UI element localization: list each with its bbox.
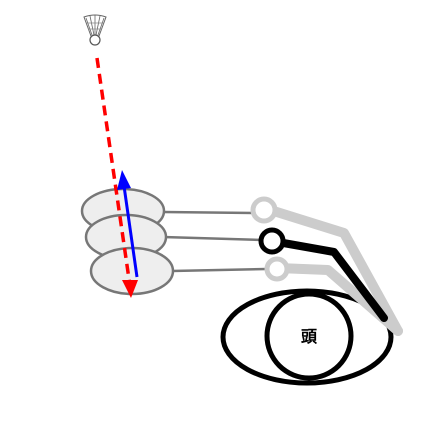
head-label: 頭 — [301, 327, 318, 346]
racket-handle-middle — [162, 235, 264, 242]
body-outline — [220, 288, 394, 386]
head-circle — [264, 291, 354, 381]
racket-handle-bottom — [171, 267, 267, 273]
racket-motion-arrow — [122, 185, 139, 278]
active-arm — [268, 237, 388, 322]
racket-handle-top — [162, 210, 255, 215]
racket-motion-arrowhead — [117, 170, 131, 190]
trajectory-dashed-arrow — [95, 57, 132, 287]
shuttlecock-icon — [83, 14, 107, 46]
grip-ring-bottom — [264, 256, 290, 282]
trajectory-arrowhead — [122, 280, 138, 298]
grip-ring-top — [250, 196, 278, 224]
grip-ring-middle — [258, 227, 286, 255]
ghost-arm-upper — [259, 203, 403, 336]
